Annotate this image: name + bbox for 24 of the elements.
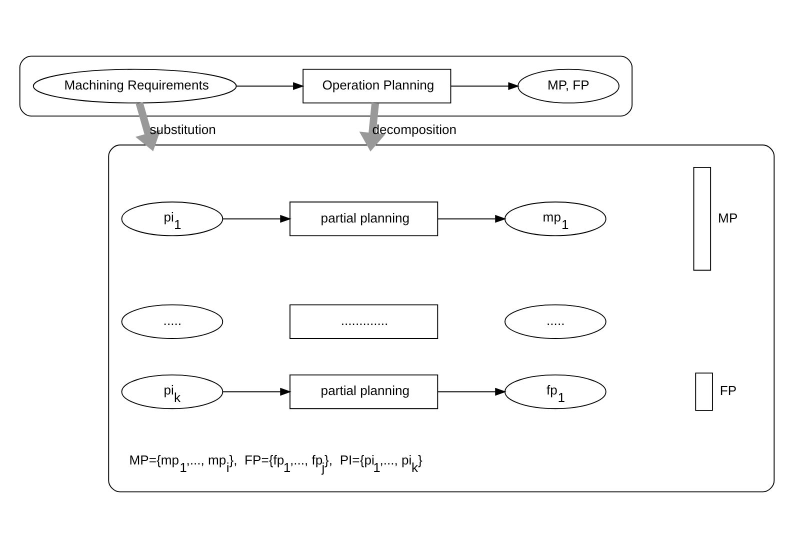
arrow bbox=[359, 102, 386, 151]
arrow bbox=[135, 102, 161, 151]
node-ellipse: Machining Requirements bbox=[32, 68, 237, 103]
cluster bbox=[19, 55, 633, 116]
node-ellipse: ..... bbox=[121, 304, 224, 338]
node-label: MP bbox=[718, 210, 738, 225]
edge-label: decomposition bbox=[372, 121, 457, 136]
node-label: FP bbox=[720, 382, 737, 398]
node-bar bbox=[695, 372, 713, 410]
arrow bbox=[437, 214, 506, 222]
node-box: ............. bbox=[290, 304, 438, 338]
arrow bbox=[222, 387, 292, 396]
cluster bbox=[108, 144, 775, 492]
arrow bbox=[437, 387, 506, 396]
node-box: Operation Planning bbox=[302, 68, 452, 103]
node-bar bbox=[693, 166, 712, 270]
node-ellipse: MP, FP bbox=[518, 68, 620, 103]
edge-label: substitution bbox=[150, 121, 216, 136]
node-box: partial planning bbox=[290, 201, 438, 236]
node-box: partial planning bbox=[290, 374, 438, 409]
arrow bbox=[236, 82, 304, 90]
node-ellipse: ..... bbox=[504, 304, 606, 338]
arrow bbox=[450, 82, 520, 90]
arrow bbox=[222, 214, 292, 222]
